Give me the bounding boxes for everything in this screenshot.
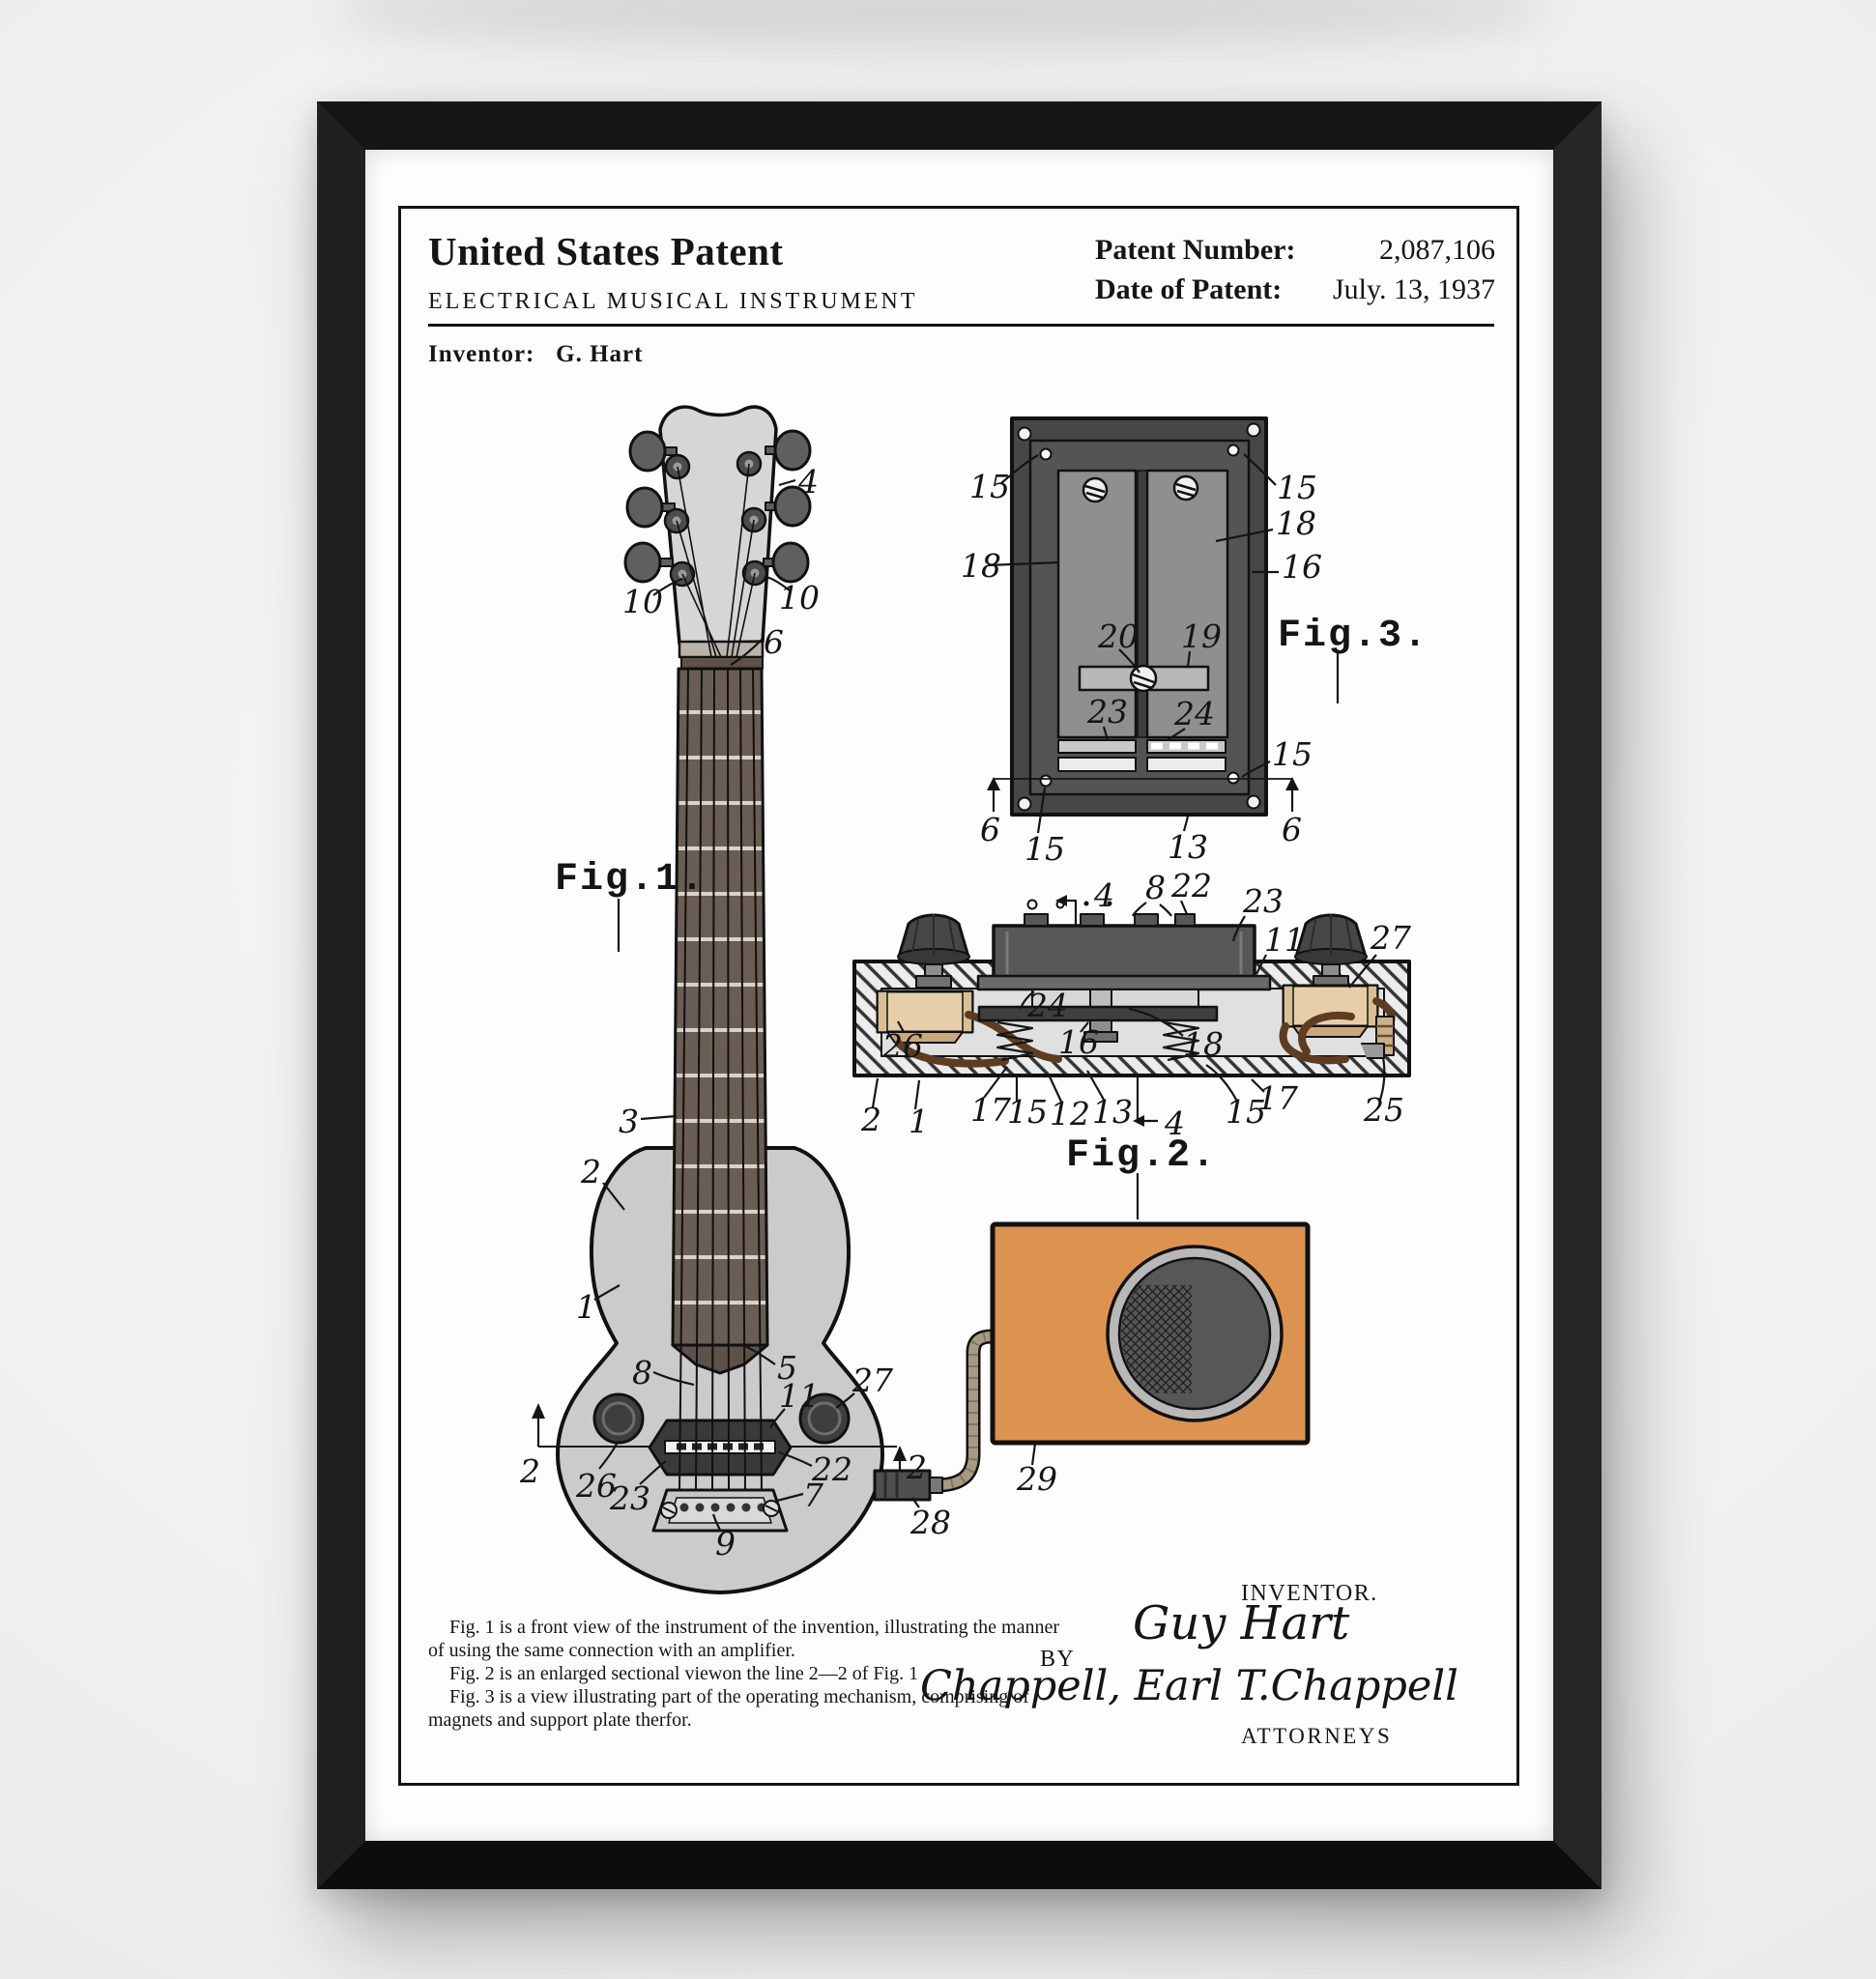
wall-shadow — [329, 0, 1556, 48]
inventor-name: G. Hart — [556, 341, 643, 367]
patent-number-label: Patent Number: — [1095, 234, 1295, 267]
patent-date-label: Date of Patent: — [1095, 273, 1282, 306]
attorneys-label: ATTORNEYS — [1241, 1724, 1392, 1749]
inventor-label: Inventor: — [428, 341, 534, 367]
inventor-signature: Guy Hart — [1133, 1596, 1349, 1650]
attorney-signature: Chappell, Earl T.Chappell — [920, 1662, 1458, 1710]
inventor-line: Inventor: G. Hart — [428, 341, 643, 368]
patent-number-value: 2,087,106 — [1379, 234, 1495, 267]
patent-sheet-border — [398, 206, 1519, 1786]
patent-subtitle: ELECTRICAL MUSICAL INSTRUMENT — [428, 289, 918, 315]
header-rule — [428, 324, 1494, 327]
patent-meta: Patent Number: 2,087,106 Date of Patent:… — [1095, 234, 1495, 313]
patent-date-value: July. 13, 1937 — [1333, 273, 1495, 306]
patent-title: United States Patent — [428, 228, 784, 274]
caption-fig1: Fig. 1 is a front view of the instrument… — [428, 1616, 1066, 1662]
